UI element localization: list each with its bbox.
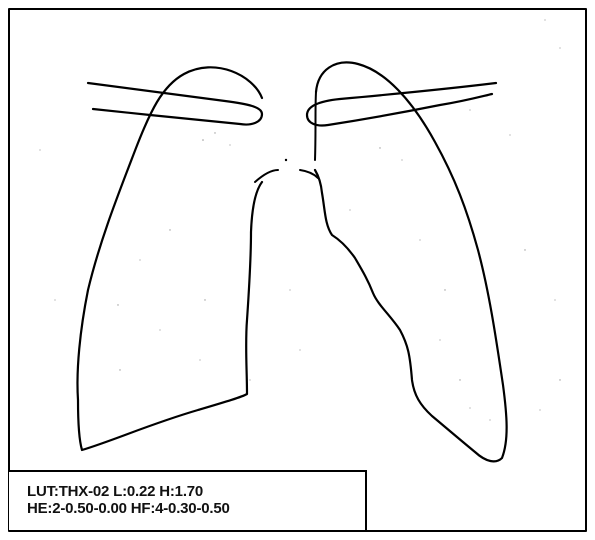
trachea-speck [285,159,287,161]
trachea-left-arc [255,170,278,182]
right-clavicle [88,83,262,125]
left-lung-upper-stem [315,92,316,160]
image-border [9,9,586,531]
scan-noise [39,19,560,420]
enhancement-parameters: HE:2-0.50-0.00 HF:4-0.30-0.50 [27,500,230,517]
lut-parameters: LUT:THX-02 L:0.22 H:1.70 [27,483,203,500]
right-lung-outline [77,67,262,450]
parameter-box: LUT:THX-02 L:0.22 H:1.70 HE:2-0.50-0.00 … [9,470,367,530]
left-clavicle [307,83,496,126]
